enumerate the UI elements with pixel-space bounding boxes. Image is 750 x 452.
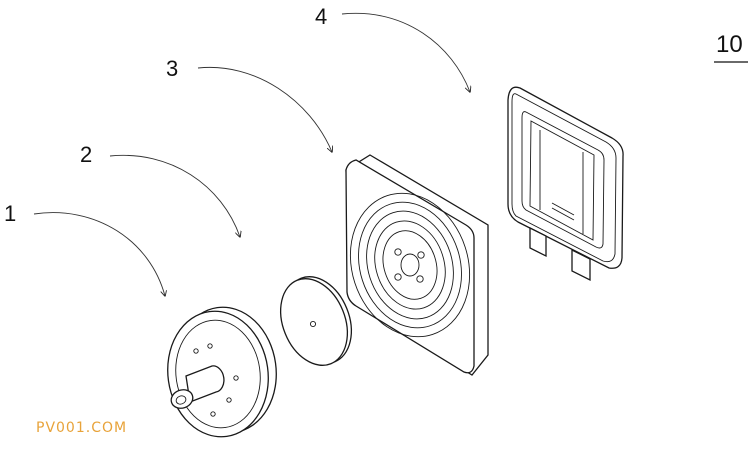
- square-housing-front: [345, 159, 475, 374]
- housing-outer-ring: [349, 192, 471, 338]
- part-label-2: 2: [80, 142, 92, 167]
- rear-cap-hole: [226, 397, 232, 403]
- square-housing-part: [345, 154, 489, 376]
- part-label-1: 1: [4, 201, 16, 226]
- leader-arrow-4: [341, 12, 470, 92]
- clip-frame-window: [521, 111, 605, 249]
- clip-frame-tab-line: [551, 202, 575, 216]
- clip-frame-tab-line: [551, 207, 575, 221]
- housing-ring: [358, 201, 462, 329]
- reference-numeral: 10: [714, 31, 748, 63]
- rear-cap-hole: [233, 375, 239, 381]
- part-label-3: 3: [166, 56, 178, 81]
- rear-cap-hole: [193, 348, 199, 354]
- watermark-text: PV001.COM: [36, 420, 127, 436]
- part-label-4: 4: [315, 4, 327, 29]
- membrane-disc-part: [280, 276, 352, 366]
- rear-cap-nozzle-tip: [170, 389, 194, 409]
- housing-hole: [394, 248, 402, 256]
- housing-hub: [400, 253, 420, 277]
- housing-ring: [366, 210, 454, 320]
- membrane-disc-center-hole: [309, 320, 317, 328]
- rear-cap-hole: [210, 411, 216, 417]
- rear-cap-nozzle-bore: [175, 395, 187, 405]
- reference-numeral-text: 10: [716, 31, 743, 58]
- housing-inner-ring: [382, 230, 438, 300]
- clip-frame-part: [507, 86, 624, 282]
- clip-frame-outer-inner-edge: [511, 93, 617, 263]
- housing-hole: [417, 251, 425, 259]
- clip-frame-leg-right: [571, 248, 591, 282]
- clip-frame-leg-left: [529, 226, 547, 258]
- rear-cap-hole: [207, 343, 213, 349]
- housing-hole: [416, 275, 424, 283]
- rear-cap-part: [167, 306, 277, 438]
- rear-cap-nozzle-body: [185, 365, 225, 403]
- clip-frame-window-inner: [529, 120, 595, 241]
- housing-hole: [394, 273, 402, 281]
- housing-ring: [374, 220, 446, 310]
- rear-cap-inner-ring: [175, 319, 261, 429]
- leader-arrow-3: [197, 66, 332, 152]
- leader-arrow-1: [33, 212, 165, 296]
- leader-arrow-2: [109, 154, 240, 237]
- clip-frame-outer: [507, 86, 624, 269]
